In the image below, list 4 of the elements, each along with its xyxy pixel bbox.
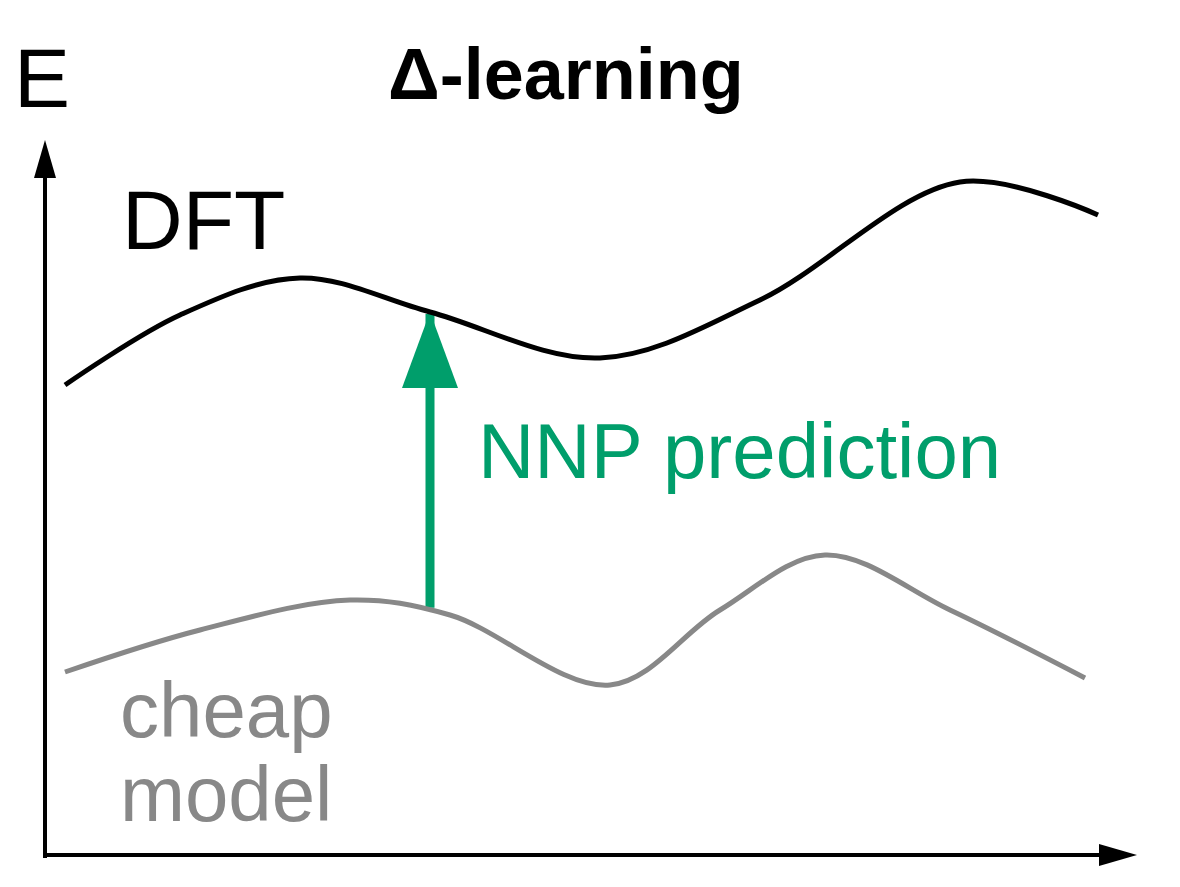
curve-label: cheap model	[120, 668, 334, 837]
arrow	[402, 311, 458, 608]
axis-label: E	[14, 36, 71, 120]
curve-label: DFT	[122, 178, 286, 262]
